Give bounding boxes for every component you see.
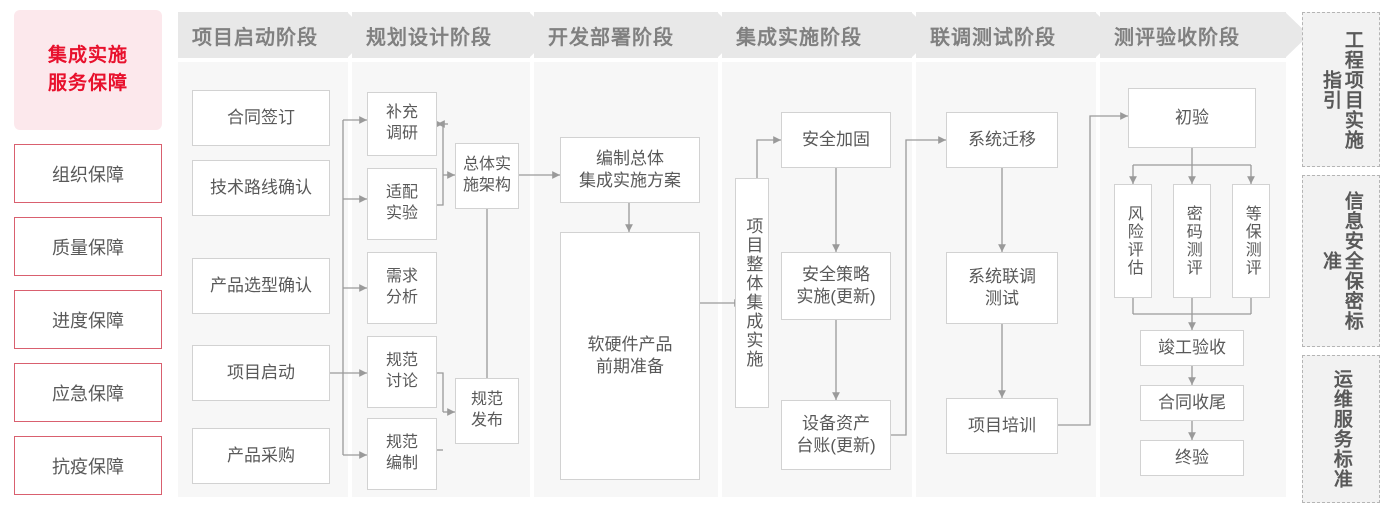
node-adaptation-experiment[interactable]: 适配 实验 [367,168,437,240]
node-overall-project-integration[interactable]: 项目整体集成实施 [735,178,769,408]
node-label-line1: 需求 [385,268,418,286]
node-preliminary-acceptance[interactable]: 初验 [1128,88,1256,148]
node-risk-assessment[interactable]: 风险评估 [1114,184,1152,298]
node-label-line2: 测试 [985,289,1019,308]
node-contract-closeout[interactable]: 合同收尾 [1140,385,1244,421]
guarantee-title: 集成实施 服务保障 [14,10,162,130]
node-system-joint-debug-test[interactable]: 系统联调 测试 [946,252,1058,324]
node-label-line1: 软硬件产品 [587,334,673,354]
phase-header-startup[interactable]: 项目启动阶段 [178,12,371,58]
node-label-line2: 台账(更新) [796,436,876,455]
phase-header-integration-label: 集成实施阶段 [736,26,862,49]
node-label-line1: 编制总体 [596,148,664,168]
guarantee-item-emergency[interactable]: 应急保障 [14,363,162,422]
standard-rail-ops-service[interactable]: 运维服务标准 [1302,355,1380,503]
phase-header-jointtest-label: 联调测试阶段 [930,26,1056,49]
phase-header-acceptance-label: 测评验收阶段 [1114,26,1240,49]
node-label-line1: 设备资产 [801,413,870,433]
standard-rail-label: 信息安全保密标准 [1320,191,1363,331]
node-label-line2: 发布 [470,412,503,429]
standard-rail-infosec-confidentiality[interactable]: 信息安全保密标准 [1302,175,1380,347]
node-tech-route-confirm[interactable]: 技术路线确认 [192,160,330,216]
node-final-acceptance[interactable]: 终验 [1140,440,1244,476]
guarantee-item-epidemic[interactable]: 抗疫保障 [14,436,162,495]
node-label-line1: 规范 [470,391,503,409]
node-contract-signing[interactable]: 合同签订 [192,90,330,146]
node-label-line1: 安全策略 [801,264,870,284]
node-product-procurement[interactable]: 产品采购 [192,428,330,484]
node-label-line2: 施架构 [462,177,511,194]
phase-header-integration[interactable]: 集成实施阶段 [722,12,935,58]
node-label-line2: 实验 [385,205,418,222]
guarantee-title-line2: 服务保障 [47,73,128,94]
node-classified-protection-evaluation[interactable]: 等保测评 [1232,184,1270,298]
node-label-line2: 集成实施方案 [579,171,681,190]
node-spec-release[interactable]: 规范 发布 [455,378,519,444]
guarantee-item-organization[interactable]: 组织保障 [14,144,162,203]
node-label-line1: 规范 [385,434,418,452]
node-security-hardening[interactable]: 安全加固 [781,112,891,168]
standard-rail-label: 运维服务标准 [1330,369,1352,489]
node-spec-discussion[interactable]: 规范 讨论 [367,336,437,408]
guarantee-item-quality[interactable]: 质量保障 [14,217,162,276]
node-supplementary-research[interactable]: 补充 调研 [367,92,437,156]
node-requirement-analysis[interactable]: 需求 分析 [367,252,437,324]
phase-header-jointtest[interactable]: 联调测试阶段 [916,12,1119,58]
node-label-line1: 系统联调 [968,266,1036,286]
node-hardware-software-preparation[interactable]: 软硬件产品 前期准备 [560,232,700,480]
phase-header-planning-label: 规划设计阶段 [366,26,492,49]
phase-header-planning[interactable]: 规划设计阶段 [352,12,553,58]
phase-header-deploy[interactable]: 开发部署阶段 [534,12,741,58]
node-overall-implementation-architecture[interactable]: 总体实 施架构 [455,143,519,209]
node-label-line1: 规范 [385,352,418,370]
node-project-training[interactable]: 项目培训 [946,398,1058,454]
phase-header-startup-label: 项目启动阶段 [192,26,318,49]
node-security-policy-implementation[interactable]: 安全策略 实施(更新) [781,252,891,320]
node-label-line1: 适配 [385,184,418,202]
guarantee-item-schedule[interactable]: 进度保障 [14,290,162,349]
node-label-line2: 讨论 [385,373,418,390]
node-project-kickoff[interactable]: 项目启动 [192,345,330,401]
node-label-line2: 分析 [385,289,418,306]
phase-header-deploy-label: 开发部署阶段 [548,26,674,49]
standard-rail-label: 工程项目实施指引 [1320,29,1363,150]
node-draft-overall-integration-plan[interactable]: 编制总体 集成实施方案 [560,137,700,203]
node-label-line2: 编制 [385,455,418,472]
node-label-line2: 实施(更新) [796,287,876,306]
guarantee-column: 集成实施 服务保障 组织保障 质量保障 进度保障 应急保障 抗疫保障 [14,10,162,495]
node-equipment-asset-ledger[interactable]: 设备资产 台账(更新) [781,400,891,470]
node-label-line1: 总体实 [462,156,511,174]
node-product-selection-confirm[interactable]: 产品选型确认 [192,258,330,314]
node-label-line1: 补充 [385,104,418,122]
node-system-migration[interactable]: 系统迁移 [946,112,1058,168]
phase-header-acceptance[interactable]: 测评验收阶段 [1100,12,1309,58]
node-label-line2: 调研 [385,125,418,142]
node-label-line2: 前期准备 [596,357,664,376]
node-completion-acceptance[interactable]: 竣工验收 [1140,330,1244,366]
guarantee-title-line1: 集成实施 [47,45,128,67]
node-spec-drafting[interactable]: 规范 编制 [367,418,437,490]
standard-rail-engineering-guideline[interactable]: 工程项目实施指引 [1302,12,1380,167]
node-cryptography-evaluation[interactable]: 密码测评 [1173,184,1211,298]
